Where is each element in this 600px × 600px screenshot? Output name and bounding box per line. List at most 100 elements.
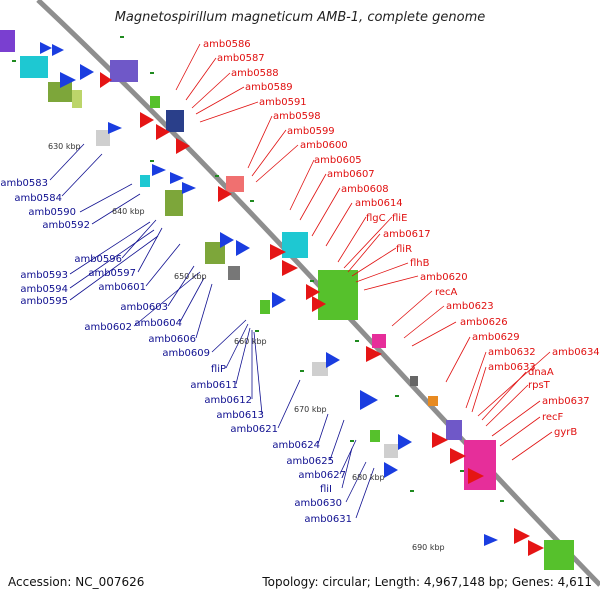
gene-arrow <box>366 346 382 362</box>
gene-block <box>282 232 308 258</box>
gene-label-rpsT: rpsT <box>528 380 551 391</box>
gene-label-gyrB: gyrB <box>554 427 577 438</box>
gene-block <box>20 56 48 78</box>
gene-block <box>165 190 183 216</box>
track-tick <box>355 340 359 342</box>
gene-block <box>48 82 72 102</box>
gene-label-amb0606: amb0606 <box>148 334 196 345</box>
gene-arrow <box>384 462 398 478</box>
gene-arrow <box>360 390 378 410</box>
gene-label-flgC: flgC <box>366 213 386 224</box>
gene-label-amb0607: amb0607 <box>327 169 375 180</box>
gene-label-amb0609: amb0609 <box>162 348 210 359</box>
gene-label-amb0630: amb0630 <box>294 498 342 509</box>
gene-block <box>318 270 358 320</box>
gene-label-amb0595: amb0595 <box>20 296 68 307</box>
gene-label-fliI: fliI <box>320 484 332 495</box>
track-tick <box>500 500 504 502</box>
gene-block <box>110 60 138 82</box>
gene-label-fliE: fliE <box>392 213 407 224</box>
track-tick <box>120 36 124 38</box>
gene-block <box>544 540 574 570</box>
gene-block <box>428 396 438 406</box>
gene-arrow <box>432 432 448 448</box>
track-tick <box>150 160 154 162</box>
gene-block <box>228 266 240 280</box>
gene-features-red <box>100 60 574 570</box>
gene-label-recA: recA <box>435 287 458 298</box>
gene-label-amb0611: amb0611 <box>190 380 238 391</box>
gene-arrow <box>170 172 184 184</box>
gene-label-amb0596: amb0596 <box>74 254 122 265</box>
gene-label-amb0624: amb0624 <box>272 440 320 451</box>
track-tick <box>310 280 314 282</box>
gene-label-flhB: flhB <box>410 258 430 269</box>
topology-label: Topology: circular; Length: 4,967,148 bp… <box>262 575 592 589</box>
gene-block <box>150 96 160 108</box>
gene-label-amb0629: amb0629 <box>472 332 520 343</box>
gene-block <box>312 362 328 376</box>
gene-arrow <box>282 260 298 276</box>
gene-arrow <box>176 138 190 154</box>
gene-label-amb0605: amb0605 <box>314 155 362 166</box>
track-tick <box>150 72 154 74</box>
gene-block <box>96 130 110 146</box>
gene-arrow <box>326 352 340 368</box>
red-gene-labels: amb0586amb0587amb0588amb0589amb0591amb05… <box>203 39 600 438</box>
gene-arrow <box>468 468 484 484</box>
gene-arrow <box>182 182 196 194</box>
gene-arrow <box>312 296 326 312</box>
gene-block <box>72 90 82 108</box>
gene-label-amb0625: amb0625 <box>286 456 334 467</box>
gene-block <box>260 300 270 314</box>
gene-arrow <box>270 244 286 260</box>
gene-label-amb0614: amb0614 <box>355 198 403 209</box>
gene-label-fliR: fliR <box>396 244 412 255</box>
genome-title: Magnetospirillum magneticum AMB-1, compl… <box>114 10 486 25</box>
tick-track <box>12 36 504 502</box>
gene-arrow <box>218 186 232 202</box>
gene-label-dnaA: dnaA <box>528 367 554 378</box>
gene-label-amb0631: amb0631 <box>304 514 352 525</box>
gene-arrow <box>514 528 530 544</box>
gene-label-amb0598: amb0598 <box>273 111 321 122</box>
gene-label-amb0589: amb0589 <box>245 82 293 93</box>
gene-arrow <box>398 434 412 450</box>
gene-label-amb0592: amb0592 <box>42 220 90 231</box>
gene-label-fliP: fliP <box>211 364 226 375</box>
gene-label-amb0601: amb0601 <box>98 282 146 293</box>
gene-label-amb0587: amb0587 <box>217 53 265 64</box>
gene-block <box>140 175 150 187</box>
gene-arrow <box>236 240 250 256</box>
gene-arrow <box>80 64 94 80</box>
track-tick <box>460 470 464 472</box>
gene-arrow <box>272 292 286 308</box>
track-tick <box>255 330 259 332</box>
gene-label-amb0608: amb0608 <box>341 184 389 195</box>
gene-label-amb0584: amb0584 <box>14 193 62 204</box>
gene-label-amb0588: amb0588 <box>231 68 279 79</box>
gene-block <box>410 376 418 386</box>
gene-label-amb0603: amb0603 <box>120 302 168 313</box>
gene-arrow <box>40 42 52 54</box>
gene-arrow <box>60 72 76 88</box>
gene-label-amb0599: amb0599 <box>287 126 335 137</box>
gene-arrow <box>306 284 320 300</box>
track-tick <box>12 60 16 62</box>
gene-block <box>226 176 244 192</box>
accession-label: Accession: NC_007626 <box>8 575 145 589</box>
gene-arrow <box>108 122 122 134</box>
gene-arrow <box>484 534 498 546</box>
gene-label-amb0613: amb0613 <box>216 410 264 421</box>
gene-label-amb0633: amb0633 <box>488 362 536 373</box>
gene-label-amb0626: amb0626 <box>460 317 508 328</box>
gene-label-amb0604: amb0604 <box>134 318 182 329</box>
gene-label-amb0632: amb0632 <box>488 347 536 358</box>
gene-label-amb0594: amb0594 <box>20 284 68 295</box>
gene-features <box>0 30 498 546</box>
kbp-tick-label: 670 kbp <box>294 405 327 414</box>
gene-label-amb0593: amb0593 <box>20 270 68 281</box>
kbp-tick-label: 650 kbp <box>174 272 207 281</box>
gene-block <box>372 334 386 348</box>
gene-block <box>446 420 462 440</box>
